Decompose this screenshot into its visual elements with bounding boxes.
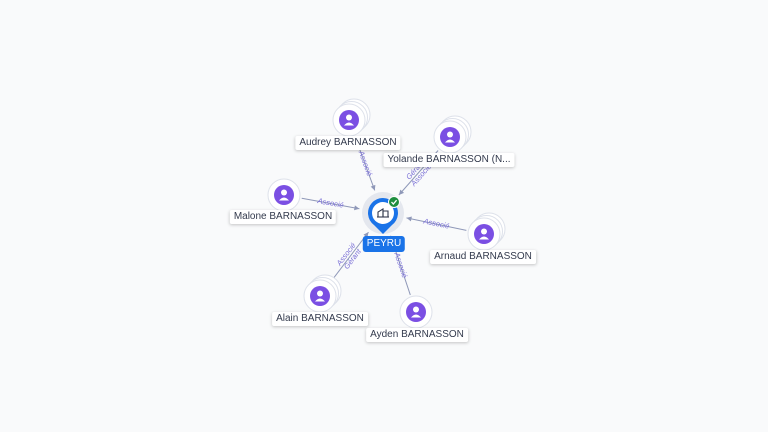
edge-label: Associé xyxy=(356,149,374,178)
person-node[interactable] xyxy=(467,212,506,251)
company-name-label[interactable]: PEYRU xyxy=(362,236,406,252)
person-icon-head xyxy=(346,114,352,121)
check-mark-icon xyxy=(391,199,398,205)
edge-line xyxy=(406,217,467,231)
person-name-label[interactable]: Alain BARNASSON xyxy=(272,312,368,326)
person-node[interactable] xyxy=(303,274,342,313)
person-icon-head xyxy=(447,131,453,138)
person-node[interactable] xyxy=(332,98,371,137)
edge-arrow xyxy=(370,184,376,191)
person-icon-head xyxy=(413,306,419,313)
edge-arrow xyxy=(406,216,412,222)
person-icon-body xyxy=(315,298,325,302)
building-icon xyxy=(377,208,389,218)
person-name-label[interactable]: Yolande BARNASSON (N... xyxy=(383,153,515,167)
edge-label: Associé xyxy=(422,216,451,230)
person-node[interactable] xyxy=(433,115,472,154)
edge-line xyxy=(301,197,360,210)
edge-line xyxy=(330,231,369,282)
edge-arrow xyxy=(354,205,360,211)
person-icon-body xyxy=(445,139,455,143)
person-name-label[interactable]: Malone BARNASSON xyxy=(229,210,337,224)
person-icon-body xyxy=(479,236,489,240)
person-name-label[interactable]: Ayden BARNASSON xyxy=(366,328,468,342)
person-icon-head xyxy=(317,290,323,297)
person-node[interactable] xyxy=(399,295,433,329)
person-icon-body xyxy=(279,197,289,201)
person-name-label[interactable]: Audrey BARNASSON xyxy=(295,136,401,150)
edge-label: Associé xyxy=(392,250,409,279)
company-node[interactable] xyxy=(362,192,404,234)
edge-label: Associé xyxy=(316,196,344,210)
person-icon-head xyxy=(281,189,287,196)
person-icon-head xyxy=(481,228,487,235)
person-icon-body xyxy=(411,314,421,318)
person-node[interactable] xyxy=(267,178,301,212)
check-badge-icon xyxy=(388,196,400,208)
person-name-label[interactable]: Arnaud BARNASSON xyxy=(430,250,536,264)
edge-arrow xyxy=(398,189,405,195)
person-icon-body xyxy=(344,122,354,126)
